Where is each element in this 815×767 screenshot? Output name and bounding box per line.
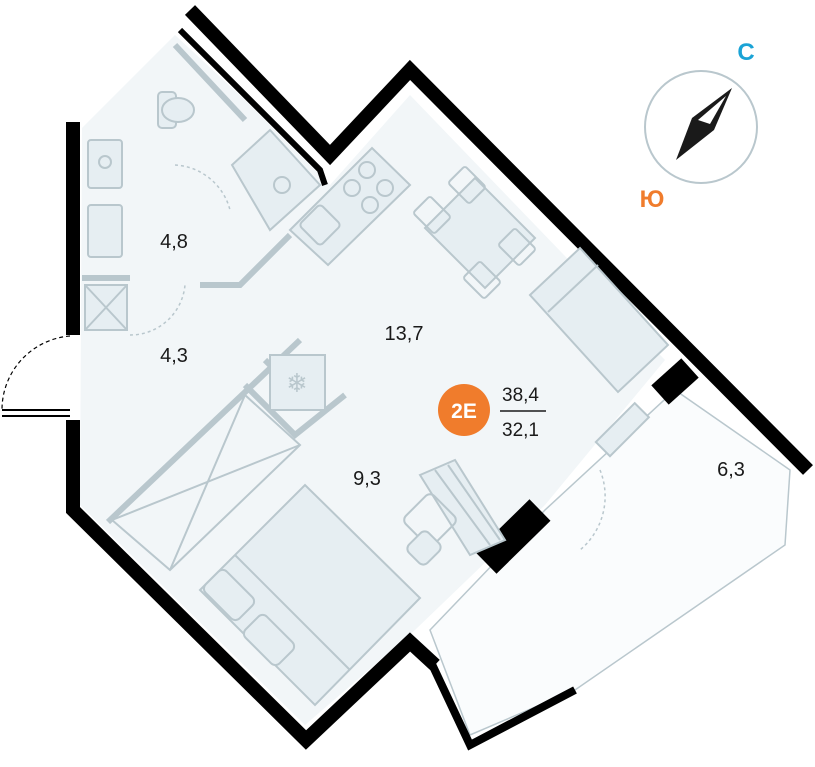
toilet xyxy=(157,91,195,129)
dining-table xyxy=(413,166,537,299)
badge-label: 2E xyxy=(451,400,477,423)
walls xyxy=(66,5,813,751)
wardrobe xyxy=(110,393,302,572)
bathroom-wall xyxy=(177,27,328,186)
shower-door-arc xyxy=(174,164,231,211)
badge-circle xyxy=(438,384,490,436)
desk xyxy=(403,458,507,566)
apartment-floor xyxy=(80,35,665,725)
compass-ring xyxy=(644,70,758,184)
radiator xyxy=(594,401,651,458)
boiler xyxy=(87,204,123,258)
shower-tray xyxy=(84,284,128,331)
balcony-door-arc xyxy=(579,469,606,551)
living-area: 32,1 xyxy=(502,420,539,441)
fridge: ❄ xyxy=(269,354,326,411)
partitions xyxy=(82,42,347,525)
entrance-door xyxy=(1,335,71,417)
bathroom-sink xyxy=(230,128,322,232)
room-area-hallway: 4,3 xyxy=(160,345,188,367)
room-area-kitchen-living: 13,7 xyxy=(385,323,424,345)
room-area-balcony: 6,3 xyxy=(717,459,745,481)
room-area-bathroom: 4,8 xyxy=(160,231,188,253)
sofa xyxy=(528,246,670,394)
stove-burner-icon xyxy=(358,161,376,179)
total-area: 38,4 xyxy=(502,385,539,406)
balcony-floor xyxy=(429,389,791,736)
room-area-bedroom-zone: 9,3 xyxy=(353,468,381,490)
compass-north-label: С xyxy=(737,39,754,66)
apartment-badge: 2E 38,4 32,1 xyxy=(438,384,546,441)
bed xyxy=(198,483,422,707)
compass: С Ю xyxy=(640,39,758,213)
snowflake-icon: ❄ xyxy=(286,369,308,399)
kitchen-counter xyxy=(288,146,412,267)
compass-south-label: Ю xyxy=(640,186,665,213)
washing-machine xyxy=(87,139,123,189)
